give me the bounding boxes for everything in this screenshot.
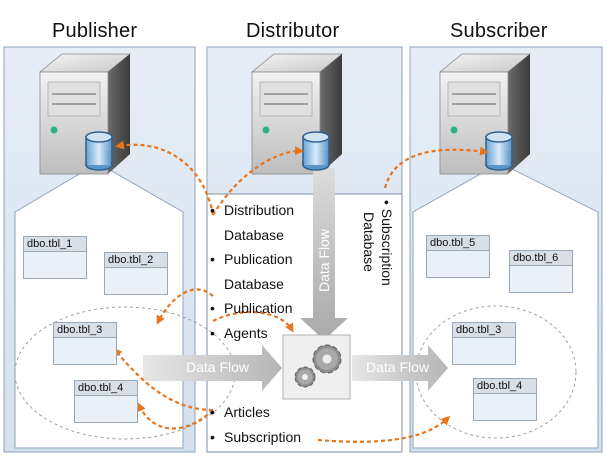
subscription-database-line1: • Subscription [379,200,395,286]
subscriber-title: Subscriber [450,20,548,42]
table-name: dbo.tbl_3 [453,323,515,338]
list-item: Publication [210,247,294,272]
list-item: Publication [210,296,294,321]
right-data-flow-label: Data Flow [366,359,430,375]
distributor-server-icon [250,53,344,175]
publisher-title: Publisher [52,20,138,42]
table-box: dbo.tbl_4 [74,380,138,423]
link-articles-to-tbl4 [137,402,214,430]
list-item-continuation: Database [224,226,284,243]
list-item-continuation: Database [224,275,284,292]
left-data-flow-arrow [143,345,282,391]
table-name: dbo.tbl_4 [75,381,137,396]
link-subscription-to-subscriber [317,415,451,443]
table-box: dbo.tbl_3 [452,322,516,365]
table-box: dbo.tbl_6 [509,250,573,293]
list-item: Agents [210,321,294,346]
table-box: dbo.tbl_3 [53,322,117,365]
table-name: dbo.tbl_4 [474,379,536,394]
subscription-database-label: • Subscription Database [360,200,396,286]
subscriber-server-icon [438,53,532,175]
table-name: dbo.tbl_2 [105,253,167,268]
link-articles-to-tbl3 [113,347,214,412]
subscription-database-line2: Database [361,212,377,272]
table-name: dbo.tbl_5 [427,236,489,251]
vertical-data-flow-arrow [300,168,348,340]
table-name: dbo.tbl_6 [510,251,572,266]
publisher-server-icon [38,53,132,175]
distributor-bullet-list-lower: Articles Subscription [210,400,301,449]
list-item: Subscription [210,425,301,450]
vertical-data-flow-label: Data Flow [316,228,332,292]
agents-gear-icon [282,334,351,400]
right-data-flow-arrow [352,345,448,391]
distributor-database-icon [302,131,330,171]
distributor-title: Distributor [246,20,340,42]
distributor-bullet-list: Distribution Database Publication Databa… [210,198,294,345]
table-box: dbo.tbl_1 [23,236,87,279]
list-item: Distribution [210,198,294,223]
link-publication-to-articles [156,288,214,325]
list-item: Articles [210,400,301,425]
subscriber-database-icon [485,131,513,171]
table-box: dbo.tbl_4 [473,378,537,421]
publisher-database-icon [85,131,113,171]
left-data-flow-label: Data Flow [186,359,250,375]
table-box: dbo.tbl_5 [426,235,490,278]
table-box: dbo.tbl_2 [104,252,168,295]
table-name: dbo.tbl_1 [24,237,86,252]
table-name: dbo.tbl_3 [54,323,116,338]
